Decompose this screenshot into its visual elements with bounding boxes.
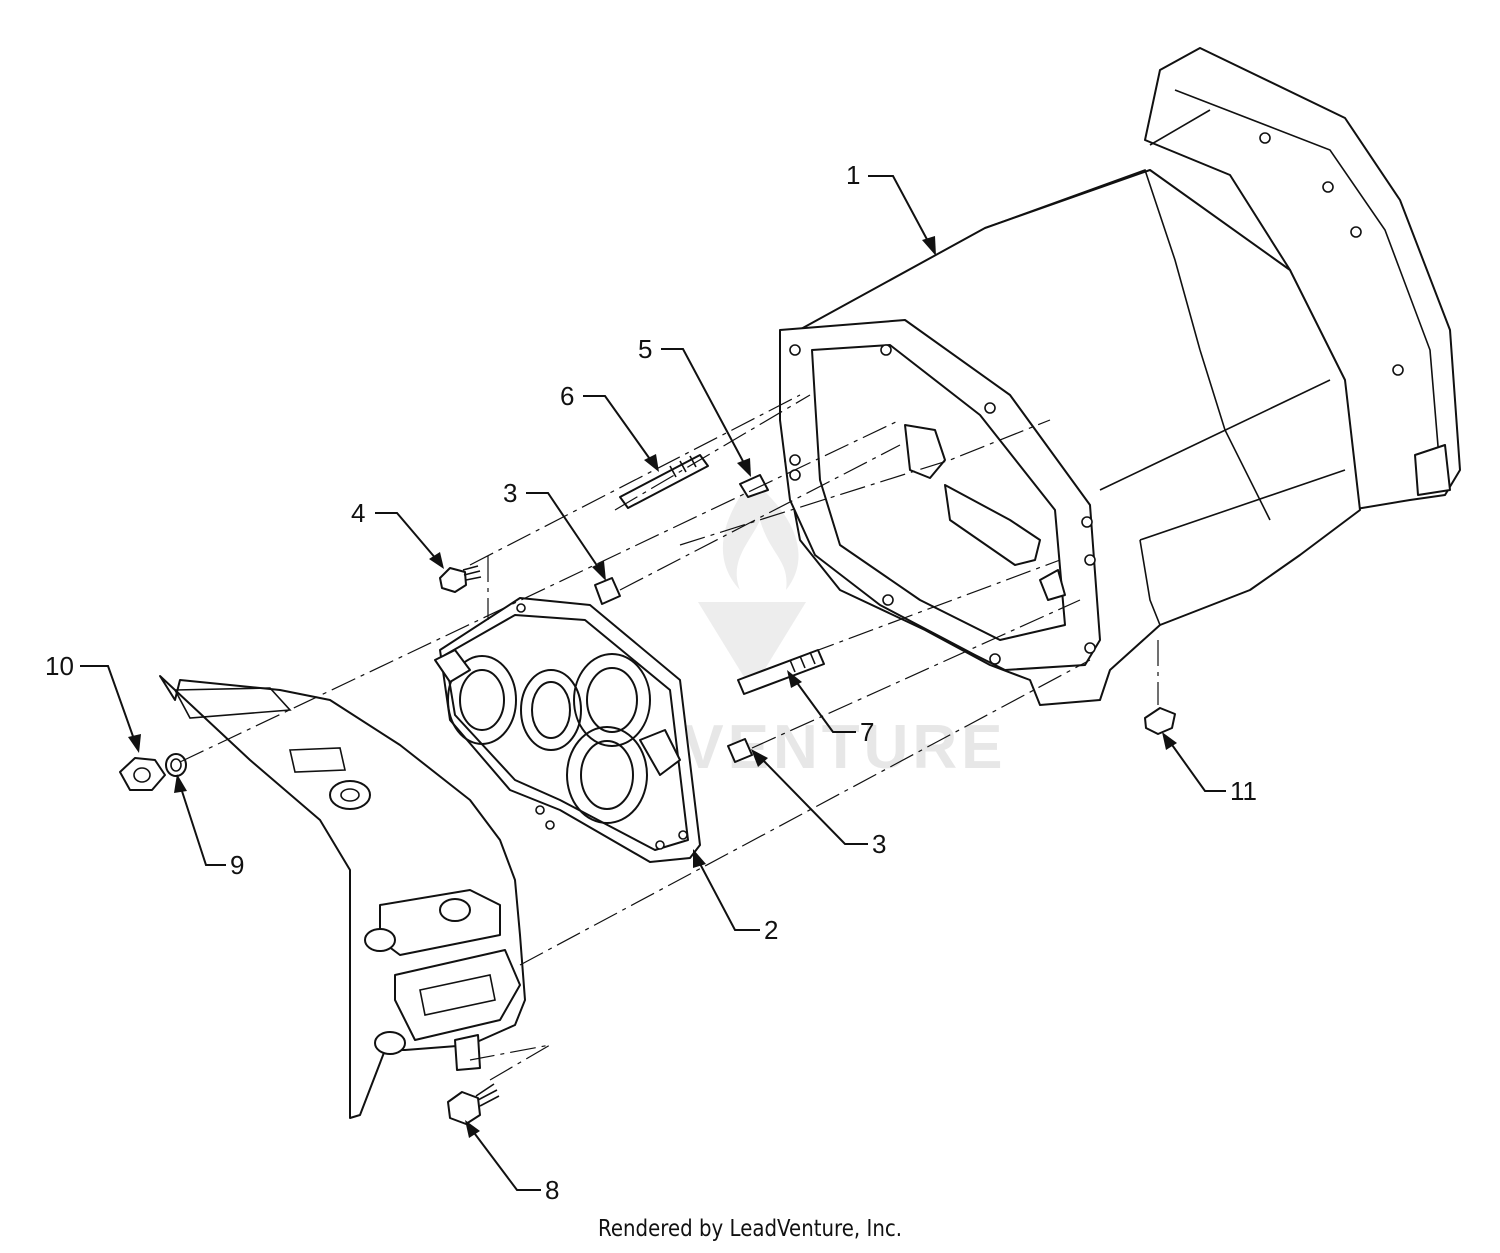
callout-11[interactable]: 11 [1162,732,1257,806]
alignment-lines [179,394,1159,1081]
footer-credit: Rendered by LeadVenture, Inc. [597,1216,903,1242]
transmission-housing [779,47,1461,706]
fastener-9-washer [165,753,187,777]
fastener-11-plug [1144,707,1176,735]
callout-9[interactable]: 9 [174,774,244,880]
svg-text:3: 3 [503,478,517,508]
svg-text:4: 4 [351,498,365,528]
svg-text:7: 7 [860,717,874,747]
fastener-3-dowel-lower [727,738,753,763]
svg-text:1: 1 [846,160,860,190]
svg-text:2: 2 [764,915,778,945]
callouts: 1 2 3 3 4 5 6 [45,160,1257,1205]
callout-2[interactable]: 2 [693,849,778,945]
callout-8[interactable]: 8 [465,1120,559,1205]
svg-text:10: 10 [45,651,74,681]
watermark-flame-logo [698,480,806,690]
svg-text:5: 5 [638,334,652,364]
fastener-4-bolt [439,565,482,593]
svg-text:8: 8 [545,1175,559,1205]
axle-housing [159,675,526,1119]
svg-text:3: 3 [872,829,886,859]
callout-4[interactable]: 4 [351,498,444,569]
fastener-10-nut [119,757,166,791]
callout-10[interactable]: 10 [45,651,141,753]
callout-1[interactable]: 1 [846,160,936,256]
callout-3-lower[interactable]: 3 [751,749,886,859]
svg-text:9: 9 [230,850,244,880]
fastener-8-bolt [447,1083,500,1125]
fastener-5-dowel [739,474,769,498]
callout-6[interactable]: 6 [560,381,659,472]
callout-5[interactable]: 5 [638,334,751,477]
svg-text:6: 6 [560,381,574,411]
callout-7[interactable]: 6 7 [787,670,874,747]
fastener-3-dowel-upper [594,577,621,605]
cover-plate [434,597,701,863]
svg-text:11: 11 [1230,776,1257,806]
callout-3-upper[interactable]: 3 [503,478,606,581]
